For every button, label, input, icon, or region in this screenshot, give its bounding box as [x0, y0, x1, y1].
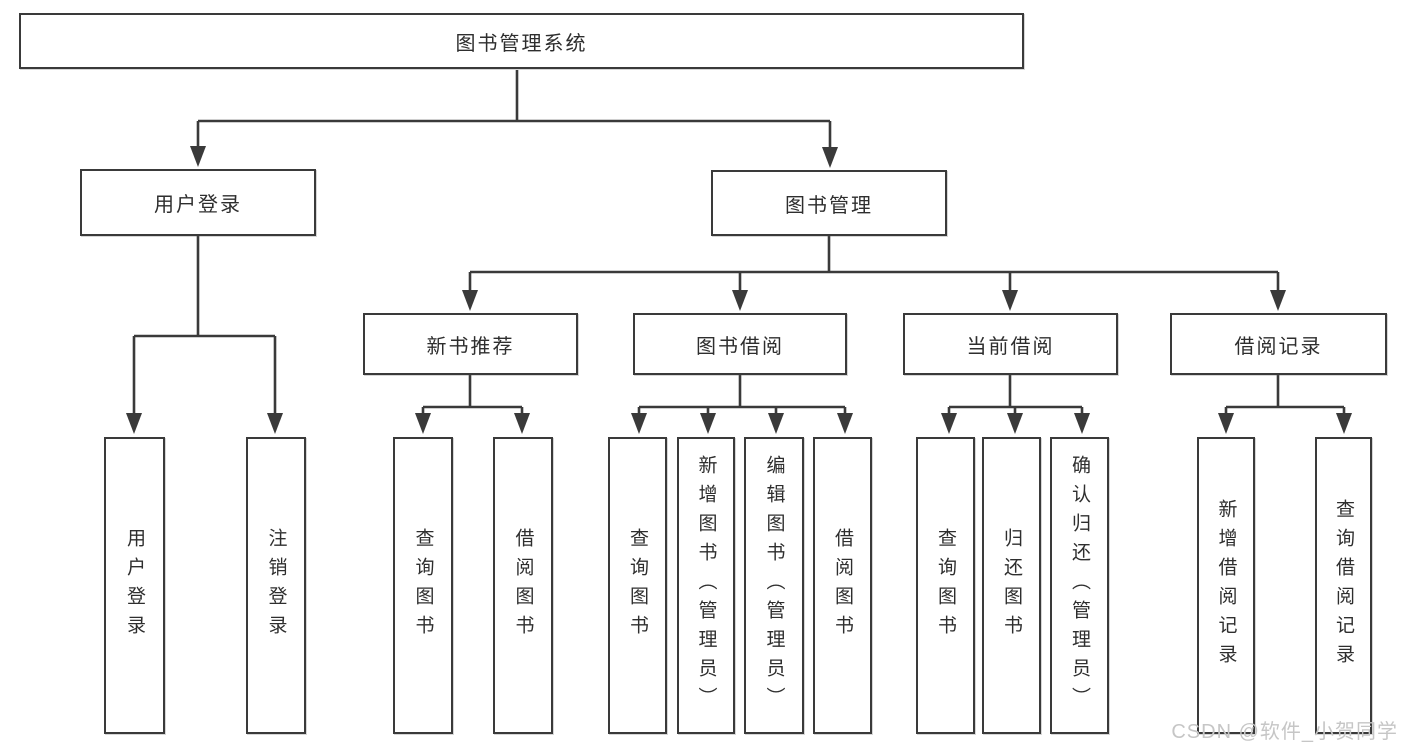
arrow-head [768, 413, 784, 434]
leaf-add-books-admin: 新增图书（管理员） [677, 437, 735, 734]
arrow-head [1007, 413, 1023, 434]
node-user-login: 用户登录 [80, 169, 316, 236]
node-label: 注销登录 [265, 527, 287, 644]
node-label: 归还图书 [1001, 527, 1022, 644]
leaf-return-books: 归还图书 [982, 437, 1041, 734]
leaf-logout: 注销登录 [246, 437, 306, 734]
leaf-user-login: 用户登录 [104, 437, 165, 734]
node-current-borrowing: 当前借阅 [903, 313, 1118, 375]
tree-edges [132, 70, 1346, 417]
node-label: 用户登录 [154, 194, 242, 216]
leaf-confirm-return-admin: 确认归还（管理员） [1050, 437, 1109, 734]
arrow-head [1074, 413, 1090, 434]
node-label: 查询图书 [935, 527, 956, 644]
node-label: 借阅图书 [512, 527, 534, 644]
leaf-borrow-books: 借阅图书 [813, 437, 872, 734]
node-borrowing-records: 借阅记录 [1170, 313, 1387, 375]
node-label: 图书管理系统 [455, 32, 588, 55]
node-label: 图书管理 [785, 194, 873, 217]
arrow-head [941, 413, 957, 434]
leaf-add-borrow-record: 新增借阅记录 [1197, 437, 1255, 734]
node-book-borrowing: 图书借阅 [633, 313, 847, 375]
node-label: 新增借阅记录 [1215, 498, 1237, 673]
arrow-head [700, 413, 716, 434]
arrow-head [837, 413, 853, 434]
node-new-book-recommendation: 新书推荐 [363, 313, 578, 375]
leaf-query-books-recommend: 查询图书 [393, 437, 453, 734]
node-label: 图书借阅 [696, 335, 784, 358]
watermark: CSDN @软件_小贺同学 [1171, 721, 1398, 743]
arrow-head [514, 413, 530, 434]
arrow-head [1218, 413, 1234, 434]
leaf-query-books-borrow: 查询图书 [608, 437, 667, 734]
node-label: 查询图书 [627, 527, 648, 644]
arrow-head [1270, 290, 1286, 311]
node-book-management: 图书管理 [711, 170, 947, 236]
node-label: 用户登录 [124, 527, 145, 644]
leaf-query-books-current: 查询图书 [916, 437, 975, 734]
leaf-edit-books-admin: 编辑图书（管理员） [744, 437, 804, 734]
arrow-head [822, 147, 838, 168]
node-label: 编辑图书（管理员） [763, 455, 785, 716]
node-label: 查询图书 [412, 527, 434, 644]
arrow-head [190, 146, 206, 167]
arrow-head [732, 290, 748, 311]
node-label: 查询借阅记录 [1333, 498, 1354, 673]
node-label: 新增图书（管理员） [695, 455, 717, 716]
arrow-head [631, 413, 647, 434]
arrow-head [267, 413, 283, 434]
arrow-head [462, 290, 478, 311]
node-label: 新书推荐 [426, 335, 515, 358]
leaf-borrow-books-recommend: 借阅图书 [493, 437, 553, 734]
arrow-head [126, 413, 142, 434]
arrow-head [1336, 413, 1352, 434]
node-label: 确认归还（管理员） [1069, 455, 1090, 716]
node-library-management-system: 图书管理系统 [19, 13, 1024, 69]
leaf-query-borrow-record: 查询借阅记录 [1315, 437, 1372, 734]
node-label: 借阅图书 [832, 527, 853, 644]
node-label: 当前借阅 [966, 335, 1055, 358]
arrow-head [1002, 290, 1018, 311]
node-label: 借阅记录 [1234, 335, 1323, 358]
arrow-head [415, 413, 431, 434]
